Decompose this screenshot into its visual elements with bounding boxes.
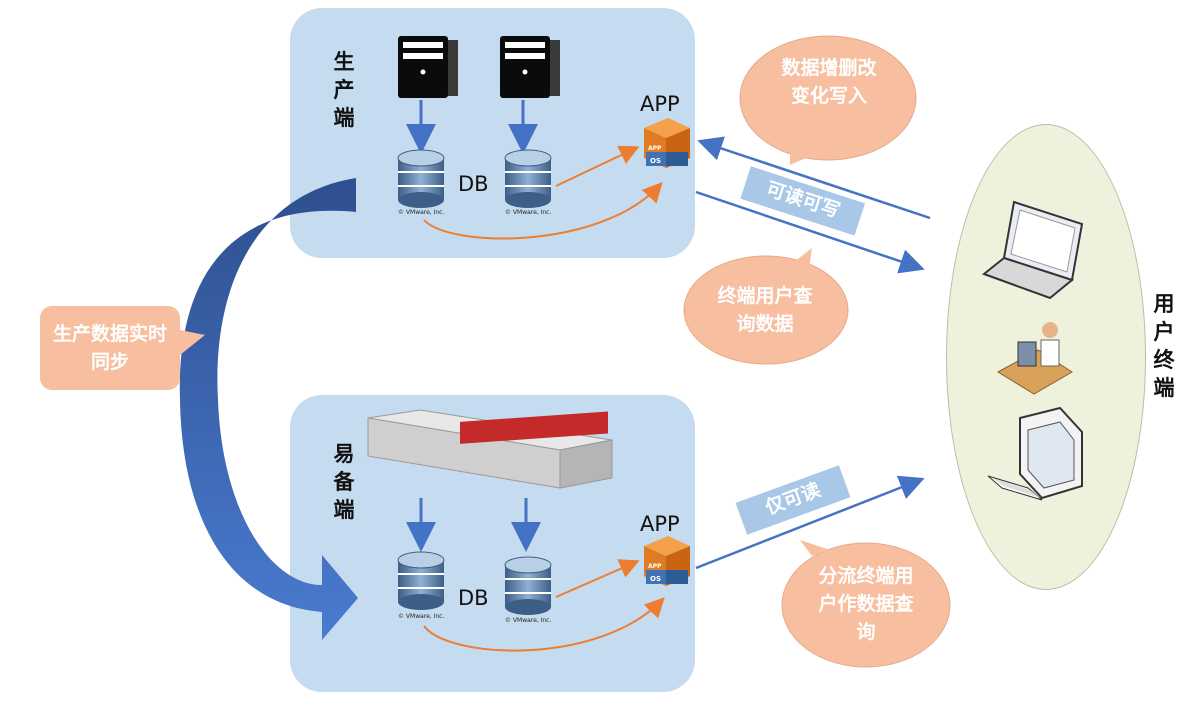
server-icon bbox=[500, 36, 560, 98]
laptop-icon bbox=[981, 200, 1084, 300]
sync-arrow bbox=[179, 178, 358, 640]
server-icon bbox=[398, 36, 458, 98]
app-icon-label: OS bbox=[650, 157, 661, 165]
database-icon bbox=[397, 551, 445, 610]
db-credit: © VMware, Inc. bbox=[505, 617, 551, 624]
user-terminal-area bbox=[946, 124, 1146, 590]
rw-tag bbox=[740, 166, 866, 236]
app-label: APP bbox=[640, 512, 680, 536]
user-at-desk-icon bbox=[997, 322, 1073, 395]
database-icon bbox=[397, 149, 445, 208]
db-label: DB bbox=[458, 586, 489, 610]
app-icon-label: APP bbox=[648, 145, 662, 152]
db-label: DB bbox=[458, 172, 489, 196]
rack-server-icon bbox=[367, 409, 613, 489]
query-callout-text: 终端用户查询数据 bbox=[717, 285, 813, 335]
db-credit: © VMware, Inc. bbox=[505, 209, 551, 216]
desktop-computer-icon bbox=[987, 406, 1083, 501]
write-callout-text: 数据增删改变化写入 bbox=[781, 57, 877, 107]
production-label: 生产端 bbox=[333, 50, 355, 130]
db-credit: © VMware, Inc. bbox=[398, 209, 444, 216]
write-callout-bubble bbox=[739, 35, 917, 165]
query-callout-bubble bbox=[683, 248, 849, 365]
app-icon-label: APP bbox=[648, 563, 662, 570]
app-icon bbox=[644, 536, 690, 586]
database-icon bbox=[504, 149, 552, 208]
production-panel bbox=[290, 8, 695, 258]
app-icon bbox=[644, 118, 690, 168]
user-terminal-label: 用户终端 bbox=[1153, 292, 1175, 400]
sync-callout-bubble bbox=[40, 306, 205, 390]
backup-label: 易备端 bbox=[333, 442, 355, 522]
sync-callout-text: 生产数据实时同步 bbox=[52, 323, 167, 373]
database-icon bbox=[504, 556, 552, 615]
db-credit: © VMware, Inc. bbox=[398, 613, 444, 620]
app-label: APP bbox=[640, 92, 680, 116]
app-icon-label: OS bbox=[650, 575, 661, 583]
backup-query-callout-text: 分流终端用户作数据查询 bbox=[818, 565, 914, 643]
backup-query-callout-bubble bbox=[781, 540, 951, 668]
ro-tag bbox=[735, 465, 851, 535]
